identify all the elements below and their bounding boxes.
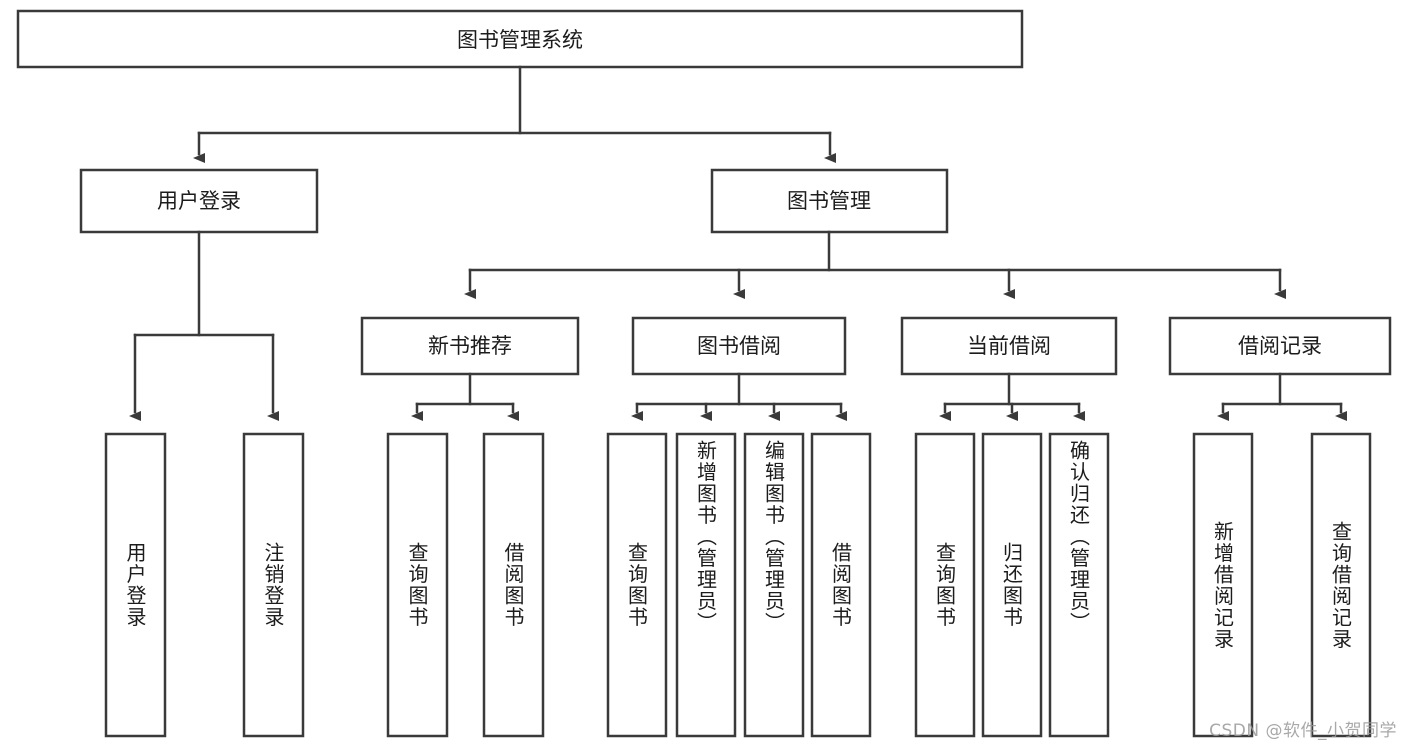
node-current-borrow-label: 当前借阅 (967, 334, 1051, 358)
leaf-box-book-borrow-2[interactable] (675, 432, 737, 738)
node-root-box[interactable] (16, 9, 1024, 69)
node-user-login-label: 用户登录 (157, 189, 241, 213)
node-borrow-record-label: 借阅记录 (1238, 334, 1322, 358)
leaf-box-current-borrow-1[interactable] (914, 432, 976, 738)
leaf-box-book-borrow-3[interactable] (743, 432, 805, 738)
node-root-label: 图书管理系统 (457, 28, 583, 52)
csdn-watermark: CSDN @软件_小贺同学 (1209, 721, 1397, 741)
leaf-box-user-login-2[interactable] (242, 432, 305, 738)
leaf-box-borrow-record-2[interactable] (1310, 432, 1372, 738)
node-book-borrow-box[interactable] (631, 316, 847, 376)
leaf-box-current-borrow-2[interactable] (981, 432, 1043, 738)
node-new-book-box[interactable] (360, 316, 580, 376)
leaf-box-borrow-record-1[interactable] (1192, 432, 1254, 738)
leaf-box-new-book-1[interactable] (386, 432, 449, 738)
leaf-box-current-borrow-3[interactable] (1048, 432, 1110, 738)
node-book-mgmt-box[interactable] (710, 168, 949, 234)
node-book-borrow-label: 图书借阅 (697, 334, 781, 358)
leaf-box-user-login-1[interactable] (104, 432, 167, 738)
node-new-book-label: 新书推荐 (428, 334, 512, 358)
node-borrow-record-box[interactable] (1168, 316, 1392, 376)
node-book-mgmt-label: 图书管理 (787, 189, 871, 213)
leaf-box-book-borrow-1[interactable] (606, 432, 668, 738)
leaf-box-new-book-2[interactable] (482, 432, 545, 738)
node-current-borrow-box[interactable] (900, 316, 1118, 376)
leaf-box-book-borrow-4[interactable] (810, 432, 872, 738)
